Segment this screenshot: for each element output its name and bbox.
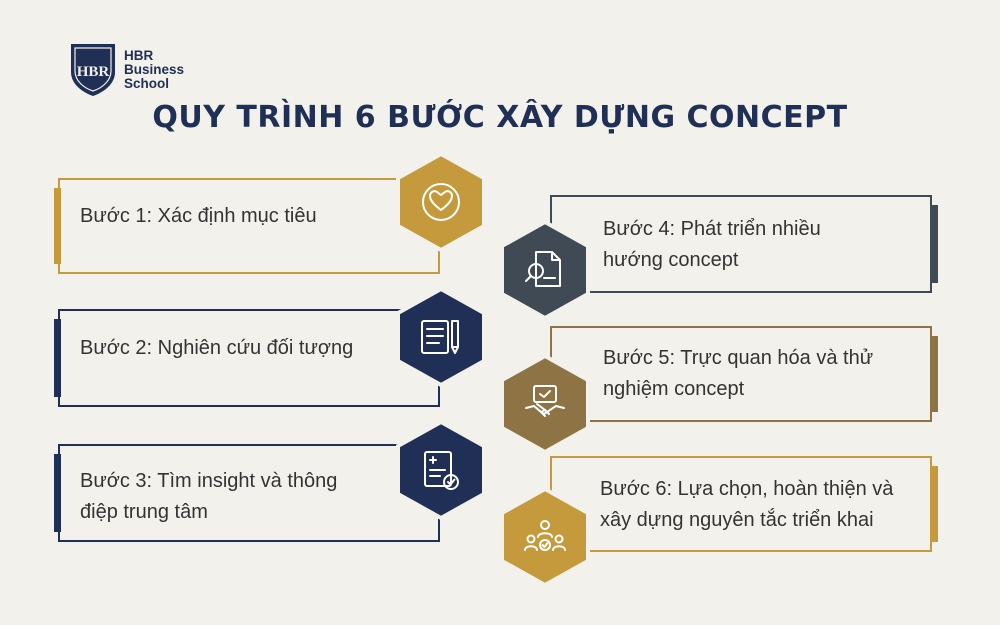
document-search-icon	[525, 251, 561, 287]
brand-name: HBR Business School	[124, 49, 184, 91]
step-card-5: Bước 5: Trực quan hóa và thử nghiệm conc…	[546, 322, 938, 426]
step-1-text: Bước 1: Xác định mục tiêu	[80, 205, 317, 227]
handshake-icon	[525, 385, 565, 417]
step-6-hex	[500, 487, 590, 587]
step-card-3: Bước 3: Tìm insight và thông điệp trung …	[54, 440, 444, 546]
step-4-hex	[500, 220, 590, 320]
report-check-icon	[424, 451, 459, 490]
heart-handshake-icon	[422, 183, 460, 221]
step-5-accent-bar	[931, 336, 938, 412]
step-2-hex	[396, 287, 486, 387]
brand-line-1: HBR	[124, 48, 154, 63]
brand-line-3: School	[124, 76, 170, 91]
step-card-6: Bước 6: Lựa chọn, hoàn thiện và xây dựng…	[546, 452, 938, 556]
brand-line-2: Business	[124, 62, 185, 77]
step-4-accent-bar	[931, 205, 938, 283]
step-3-text: Bước 3: Tìm insight và thông điệp trung …	[80, 470, 338, 523]
step-3-hex	[396, 420, 486, 520]
page-title: QUY TRÌNH 6 BƯỚC XÂY DỰNG CONCEPT	[152, 100, 848, 135]
step-5-hex	[500, 354, 590, 454]
shield-logo-icon: HBR	[71, 44, 115, 96]
step-card-1: Bước 1: Xác định mục tiêu	[54, 174, 444, 279]
document-pen-icon	[421, 320, 459, 354]
step-1-accent-bar	[54, 188, 61, 264]
step-1-hex	[396, 152, 486, 252]
step-3-accent-bar	[54, 454, 61, 532]
step-2-accent-bar	[54, 319, 61, 397]
step-card-2: Bước 2: Nghiên cứu đối tượng	[54, 305, 444, 411]
step-6-accent-bar	[931, 466, 938, 542]
brand-logo: HBR HBR Business School	[68, 40, 198, 100]
team-select-icon	[524, 520, 566, 551]
step-2-text: Bước 2: Nghiên cứu đối tượng	[80, 337, 354, 359]
step-4-text: Bước 4: Phát triển nhiều hướng concept	[603, 218, 821, 271]
step-6-text: Bước 6: Lựa chọn, hoàn thiện và xây dựng…	[600, 478, 894, 531]
step-5-text: Bước 5: Trực quan hóa và thử nghiệm conc…	[603, 347, 874, 400]
logo-monogram: HBR	[77, 64, 110, 80]
step-card-4: Bước 4: Phát triển nhiều hướng concept	[546, 191, 938, 297]
